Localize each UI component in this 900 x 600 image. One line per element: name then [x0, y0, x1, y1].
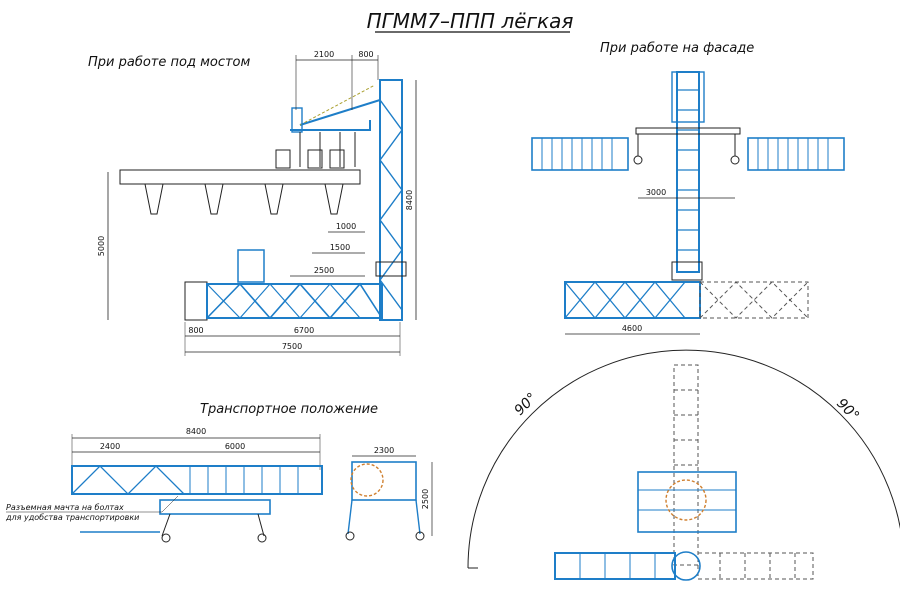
dim-8400-vertical: 8400 — [405, 190, 414, 210]
facade-view-label: При работе на фасаде — [600, 41, 754, 56]
note-line-1: Разъемная мачта на болтах — [6, 503, 124, 512]
cabin-box — [184, 281, 208, 321]
bridge-pier-2 — [204, 183, 224, 215]
rotation-view: 90° 90° — [467, 349, 900, 581]
dim-7500: 7500 — [282, 342, 302, 351]
bridge-pier-4 — [324, 183, 344, 215]
dim-5000: 5000 — [97, 236, 106, 256]
dim-transport-8400: 8400 — [186, 427, 206, 436]
transport-truss — [71, 465, 323, 495]
angle-right: 90° — [833, 396, 862, 425]
counterweight-box — [237, 249, 265, 283]
transport-view-label: Транспортное положение — [200, 402, 378, 417]
dim-6700: 6700 — [294, 326, 314, 335]
dim-3000: 3000 — [646, 188, 666, 197]
dim-1500: 1500 — [330, 243, 350, 252]
dim-800-top: 800 — [358, 50, 373, 59]
dim-2500: 2500 — [314, 266, 334, 275]
dim-1000: 1000 — [336, 222, 356, 231]
base-truss — [206, 283, 383, 319]
bridge-pier-1 — [144, 183, 164, 215]
bridge-pier-3 — [264, 183, 284, 215]
facade-view: 3000 4600 — [531, 71, 845, 335]
angle-left: 90° — [512, 390, 541, 419]
dim-2100: 2100 — [314, 50, 334, 59]
vertical-mast — [379, 79, 403, 321]
rotation-arc — [467, 349, 900, 569]
dim-transport-6000: 6000 — [225, 442, 245, 451]
bridge-deck — [119, 169, 361, 185]
dim-transport-2300: 2300 — [374, 446, 394, 455]
dim-transport-2400: 2400 — [100, 442, 120, 451]
left-platform — [531, 137, 629, 171]
transport-view: 8400 2400 6000 2300 2500 — [71, 427, 433, 543]
transport-end-view — [351, 461, 417, 501]
rotation-frame — [637, 471, 737, 533]
bridge-view: 2100 800 8400 5000 1000 1500 2500 800 67… — [97, 50, 417, 356]
base-extension-dashed — [699, 281, 809, 319]
drawing-title: ПГММ7–ППП лёгкая — [367, 9, 574, 33]
boom-horizontal — [554, 552, 676, 580]
dim-4600: 4600 — [622, 324, 642, 333]
bridge-view-label: При работе под мостом — [88, 55, 251, 70]
note-line-2: для удобства транспортировки — [5, 513, 139, 522]
dim-transport-2500: 2500 — [421, 489, 430, 509]
dim-800-bottom: 800 — [188, 326, 203, 335]
right-platform — [747, 137, 845, 171]
facade-mast — [676, 71, 700, 273]
